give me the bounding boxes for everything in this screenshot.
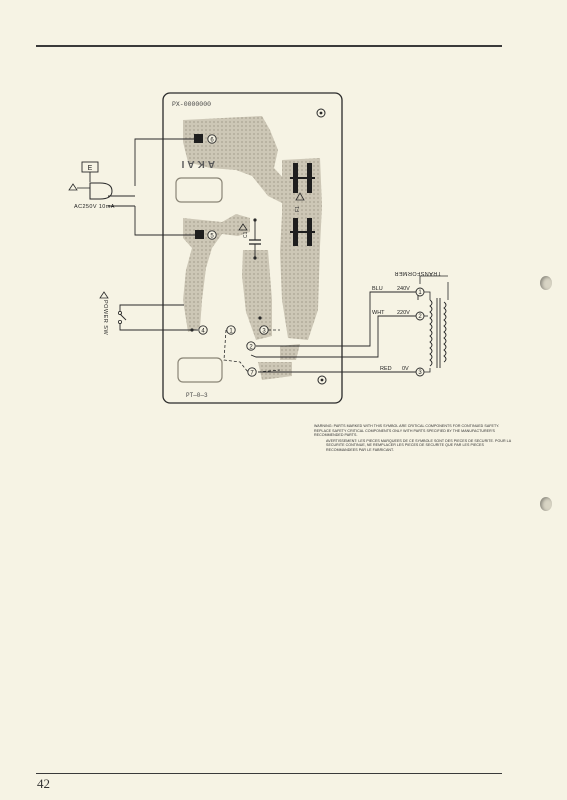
pin-4: 4 [201,328,205,334]
board-outline [162,92,343,404]
pad-5-square [195,230,204,239]
pin-markers: 6 5 4 1 3 2 7 [190,134,269,377]
tap-240v: 240V [397,286,410,292]
capacitor-label: C1 [243,231,249,238]
power-switch-symbol [118,310,127,324]
wire-wht: WHT [372,310,385,316]
power-switch-label: POWER SW [102,300,108,335]
pin-2: 2 [249,344,253,350]
pin-1: 1 [229,328,233,334]
transformer-pin-2: 2 [418,314,422,320]
punch-hole-top [540,276,552,290]
external-wiring [108,138,419,373]
safety-notes: WARNING: PARTS MARKED WITH THIS SYMBOL A… [314,424,514,454]
warning-triangle-icon [99,291,109,299]
pin-7: 7 [250,370,254,376]
fuse-rating-label: AC250V 10mA [74,204,115,210]
primary-coil [429,299,433,367]
bottom-rule [36,773,502,774]
fuse-f1-label: F1 [295,206,301,212]
transformer-symbol: TRANSFORMER 1 2 3 BLU 240V WHT 220V RED … [372,270,449,377]
wire-blu: BLU [372,286,383,292]
secondary-coil [443,301,447,363]
transformer-pin-1: 1 [418,290,422,296]
pin-5: 5 [210,233,214,239]
wire-red: RED [380,366,392,372]
top-rule [36,45,502,47]
warning-triangle-icon [68,183,78,191]
warning-triangle-icon [238,223,248,231]
safety-note-fr: AVERTISSEMENT: LES PIECES MARQUEES DE CE… [326,438,511,452]
pin-3: 3 [262,328,266,334]
safety-note-en: WARNING: PARTS MARKED WITH THIS SYMBOL A… [314,424,500,438]
page-number: 42 [37,776,50,791]
warning-triangle-icon [295,192,305,201]
line-fuse-symbol [89,182,113,200]
fuse-holder-2 [290,218,315,246]
transformer-title: TRANSFORMER [394,270,441,276]
mount-hole-bottom [317,375,327,385]
tap-0v: 0V [402,366,409,372]
board-bottom-marking: PT—0—3 [186,392,208,399]
transformer-pin-3: 3 [418,370,422,376]
capacitor-c1 [249,218,261,260]
fuse-holder-1 [290,163,315,193]
pin-6: 6 [210,137,214,143]
earth-label: E [88,165,93,172]
pad-6-square [194,134,203,143]
tap-220v: 220V [397,310,410,316]
mount-hole-top [316,108,326,118]
brand-mark: AKAI [179,158,215,169]
board-part-number: PX-0000000 [172,101,211,108]
punch-hole-bottom [540,497,552,511]
